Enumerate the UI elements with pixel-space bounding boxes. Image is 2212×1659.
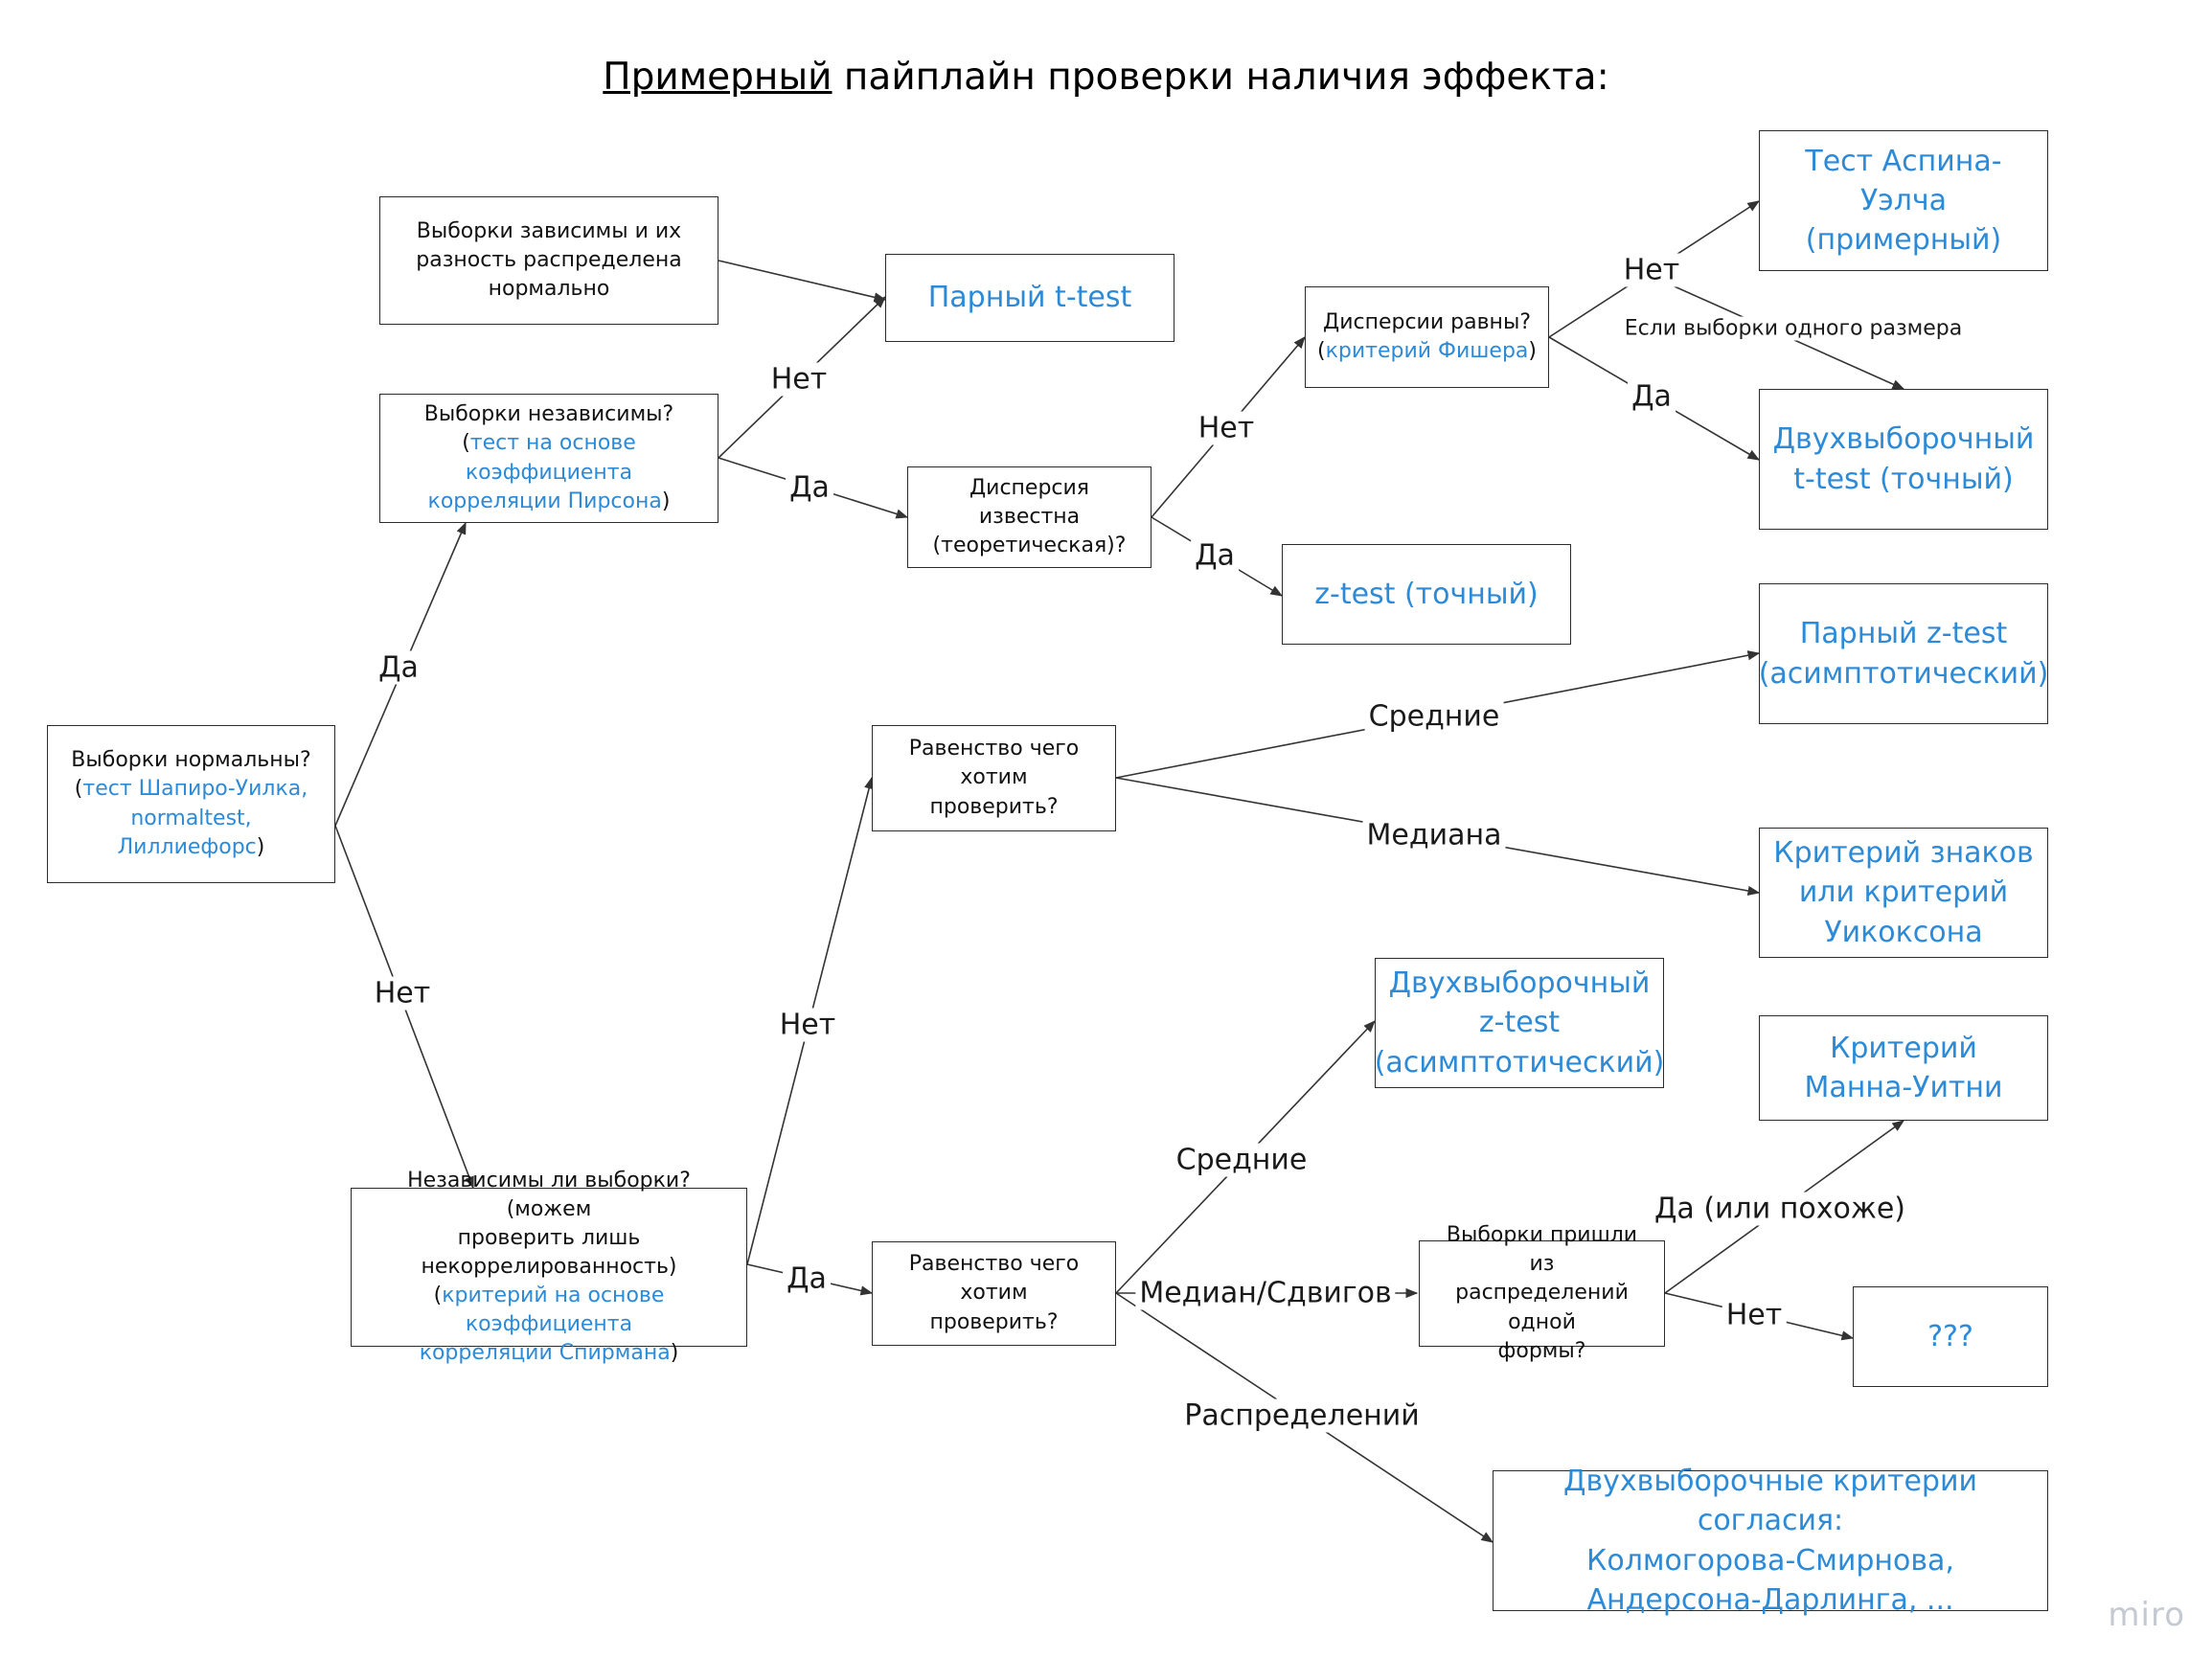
edge-dependent-to-paired <box>718 260 887 303</box>
paren-close: ) <box>256 834 265 859</box>
node-dependent-normal: Выборки зависимы и их разность распредел… <box>379 196 718 325</box>
node-text: Двухвыборочные критерии согласия: Колмог… <box>1563 1465 1977 1617</box>
edge-label-vareq-yes: Да <box>1628 379 1676 414</box>
node-z-test: z-test (точный) <box>1282 544 1571 645</box>
edge-label-shape-yes: Да (или похоже) <box>1650 1192 1910 1226</box>
node-text: z-test (точный) <box>1314 577 1539 611</box>
node-goodness-of-fit: Двухвыборочные критерии согласия: Колмог… <box>1493 1465 2048 1617</box>
paren-open: ( <box>462 431 470 456</box>
node-text: Выборки нормальны? <box>71 748 311 773</box>
node-text: Выборки пришли из распределений одной фо… <box>1446 1223 1638 1363</box>
edge-label-shape-no: Нет <box>1722 1298 1787 1332</box>
node-text: Парный t-test <box>927 281 1132 315</box>
node-variances-equal: Дисперсии равны? (критерий Фишера) <box>1305 286 1549 388</box>
node-text: Равенство чего хотим проверить? <box>908 1252 1080 1334</box>
node-paired-t-test: Парный t-test <box>885 254 1174 342</box>
node-equality-independent: Равенство чего хотим проверить? <box>872 1241 1116 1346</box>
node-independent-nonnormal: Независимы ли выборки? (можем проверить … <box>351 1169 747 1365</box>
node-sign-wilcoxon: Критерий знаков или критерий Уикоксона <box>1759 828 2048 958</box>
node-text: Парный z-test (асимптотический) <box>1758 617 2049 691</box>
node-text: Тест Аспина-Уэлча (примерный) <box>1805 144 2002 258</box>
paren-open: ( <box>433 1284 443 1308</box>
method-link: критерий Фишера <box>1325 339 1529 363</box>
node-mann-whitney: Критерий Манна-Уитни <box>1759 1015 2048 1121</box>
node-paired-z-test: Парный z-test (асимптотический) <box>1759 583 2048 724</box>
edge-label-varknown-no: Нет <box>1194 411 1259 445</box>
title-underlined: Примерный <box>603 56 832 99</box>
title-rest: пайплайн проверки наличия эффекта: <box>832 56 1609 99</box>
method-link: тест Шапиро-Уилка, normaltest, Лиллиефор… <box>82 777 308 859</box>
node-text: Критерий знаков или критерий Уикоксона <box>1773 836 2034 949</box>
node-text: Выборки независимы? <box>423 402 674 427</box>
paren-close: ) <box>1528 339 1537 363</box>
edge-label-nonnormal-no: Нет <box>775 1008 840 1042</box>
method-link: критерий на основе коэффициента корреляц… <box>419 1284 671 1366</box>
node-text: Равенство чего хотим проверить? <box>908 737 1080 819</box>
node-text: ??? <box>1927 1319 1973 1353</box>
edge-label-varknown-yes: Да <box>1191 538 1239 573</box>
edge-label-paired-means: Средние <box>1364 699 1504 734</box>
edge-label-normal-no: Нет <box>370 976 435 1011</box>
node-text: Двухвыборочный z-test (асимптотический) <box>1374 966 1665 1079</box>
node-samples-independent: Выборки независимы? (тест на основе коэф… <box>379 394 718 523</box>
paren-close: ) <box>661 489 671 513</box>
node-text: Выборки зависимы и их разность распредел… <box>416 218 682 302</box>
paren-open: ( <box>74 777 83 802</box>
node-equality-paired: Равенство чего хотим проверить? <box>872 725 1116 831</box>
node-same-shape: Выборки пришли из распределений одной фо… <box>1419 1223 1665 1363</box>
edge-label-indep-dist: Распределений <box>1180 1398 1424 1433</box>
node-variance-known: Дисперсия известна (теоретическая)? <box>907 466 1152 568</box>
edge-label-indep-yes: Да <box>786 470 833 505</box>
node-text: Дисперсии равны? <box>1323 309 1531 334</box>
node-samples-normal: Выборки нормальны? (тест Шапиро-Уилка, n… <box>47 725 335 883</box>
edge-label-paired-median: Медиана <box>1362 818 1506 852</box>
edge-label-nonnormal-yes: Да <box>783 1261 831 1296</box>
node-two-sample-t-test: Двухвыборочный t-test (точный) <box>1759 389 2048 530</box>
paren-open: ( <box>1317 339 1326 363</box>
node-text: Двухвыборочный t-test (точный) <box>1772 422 2035 496</box>
node-text: Критерий Манна-Уитни <box>1804 1031 2003 1104</box>
edge-label-indep-median: Медиан/Сдвигов <box>1135 1276 1396 1310</box>
method-link: тест на основе коэффициента корреляции П… <box>427 431 662 513</box>
node-welch-test: Тест Аспина-Уэлча (примерный) <box>1759 130 2048 271</box>
edge-label-indep-means: Средние <box>1172 1143 1311 1177</box>
diagram-title: Примерный пайплайн проверки наличия эффе… <box>0 56 2212 99</box>
edge-label-vareq-no: Нет <box>1619 253 1684 287</box>
edge-label-normal-yes: Да <box>375 650 422 685</box>
node-text: Дисперсия известна (теоретическая)? <box>932 475 1127 558</box>
miro-watermark: miro <box>2108 1596 2185 1634</box>
edge-label-same-size: Если выборки одного размера <box>1620 316 1967 341</box>
node-unknown: ??? <box>1853 1286 2048 1387</box>
node-text: Независимы ли выборки? (можем проверить … <box>407 1168 691 1279</box>
paren-close: ) <box>670 1341 679 1366</box>
edge-label-indep-no: Нет <box>766 362 832 397</box>
node-two-sample-z-test: Двухвыборочный z-test (асимптотический) <box>1375 958 1664 1088</box>
